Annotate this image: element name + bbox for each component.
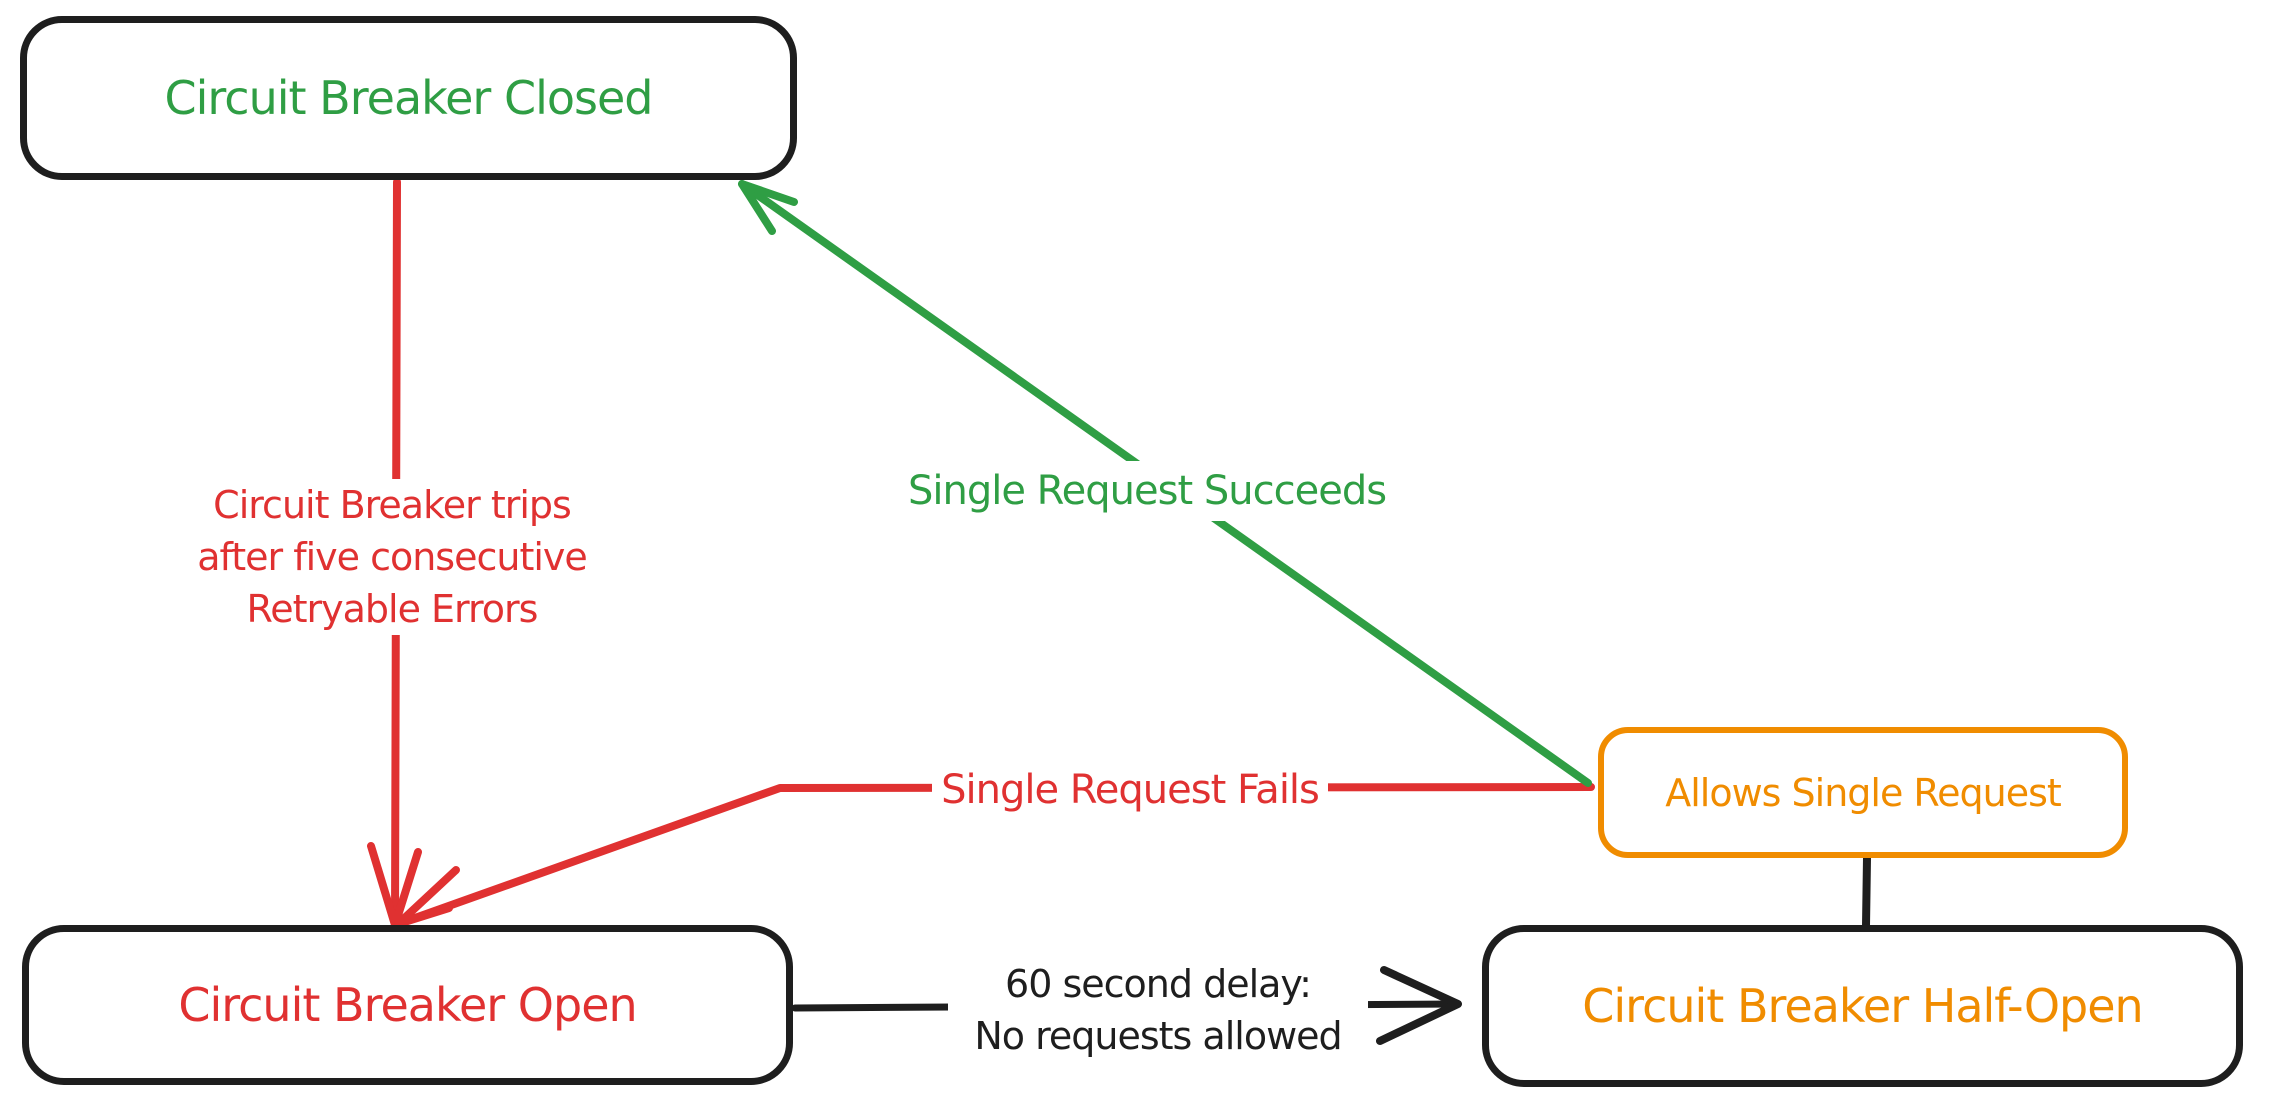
- node-circuit-breaker-half-open: Circuit Breaker Half-Open: [1482, 925, 2243, 1087]
- fails-arrowhead-icon: [394, 866, 460, 928]
- edge-label-delay-line2: No requests allowed: [974, 1014, 1342, 1058]
- edge-label-succeeds: Single Request Succeeds: [908, 461, 1387, 521]
- edge-label-trips-line2: after five consecutive: [197, 535, 588, 579]
- edge-label-delay: 60 second delay: No requests allowed: [948, 958, 1368, 1062]
- node-label-allows-single-request: Allows Single Request: [1665, 770, 2062, 815]
- edge-label-trips-line1: Circuit Breaker trips: [213, 483, 572, 527]
- node-circuit-breaker-open: Circuit Breaker Open: [22, 925, 793, 1085]
- edge-label-fails-text: Single Request Fails: [941, 767, 1320, 813]
- succeeds-arrowhead-icon: [738, 180, 798, 235]
- edge-label-succeeds-text: Single Request Succeeds: [908, 468, 1387, 514]
- node-label-closed: Circuit Breaker Closed: [164, 71, 654, 125]
- delay-arrowhead-icon: [1376, 966, 1462, 1045]
- node-label-half-open: Circuit Breaker Half-Open: [1582, 979, 2143, 1033]
- half-open-link-line: [1862, 854, 1871, 930]
- node-allows-single-request: Allows Single Request: [1598, 727, 2128, 858]
- edge-label-delay-line1: 60 second delay:: [1005, 962, 1312, 1006]
- node-circuit-breaker-closed: Circuit Breaker Closed: [20, 16, 797, 180]
- edge-label-trips-line3: Retryable Errors: [246, 587, 539, 631]
- edge-label-trips: Circuit Breaker trips after five consecu…: [142, 479, 642, 635]
- node-label-open: Circuit Breaker Open: [178, 978, 637, 1032]
- edge-half-open-to-allows: [1862, 854, 1871, 930]
- edge-label-fails: Single Request Fails: [932, 760, 1328, 820]
